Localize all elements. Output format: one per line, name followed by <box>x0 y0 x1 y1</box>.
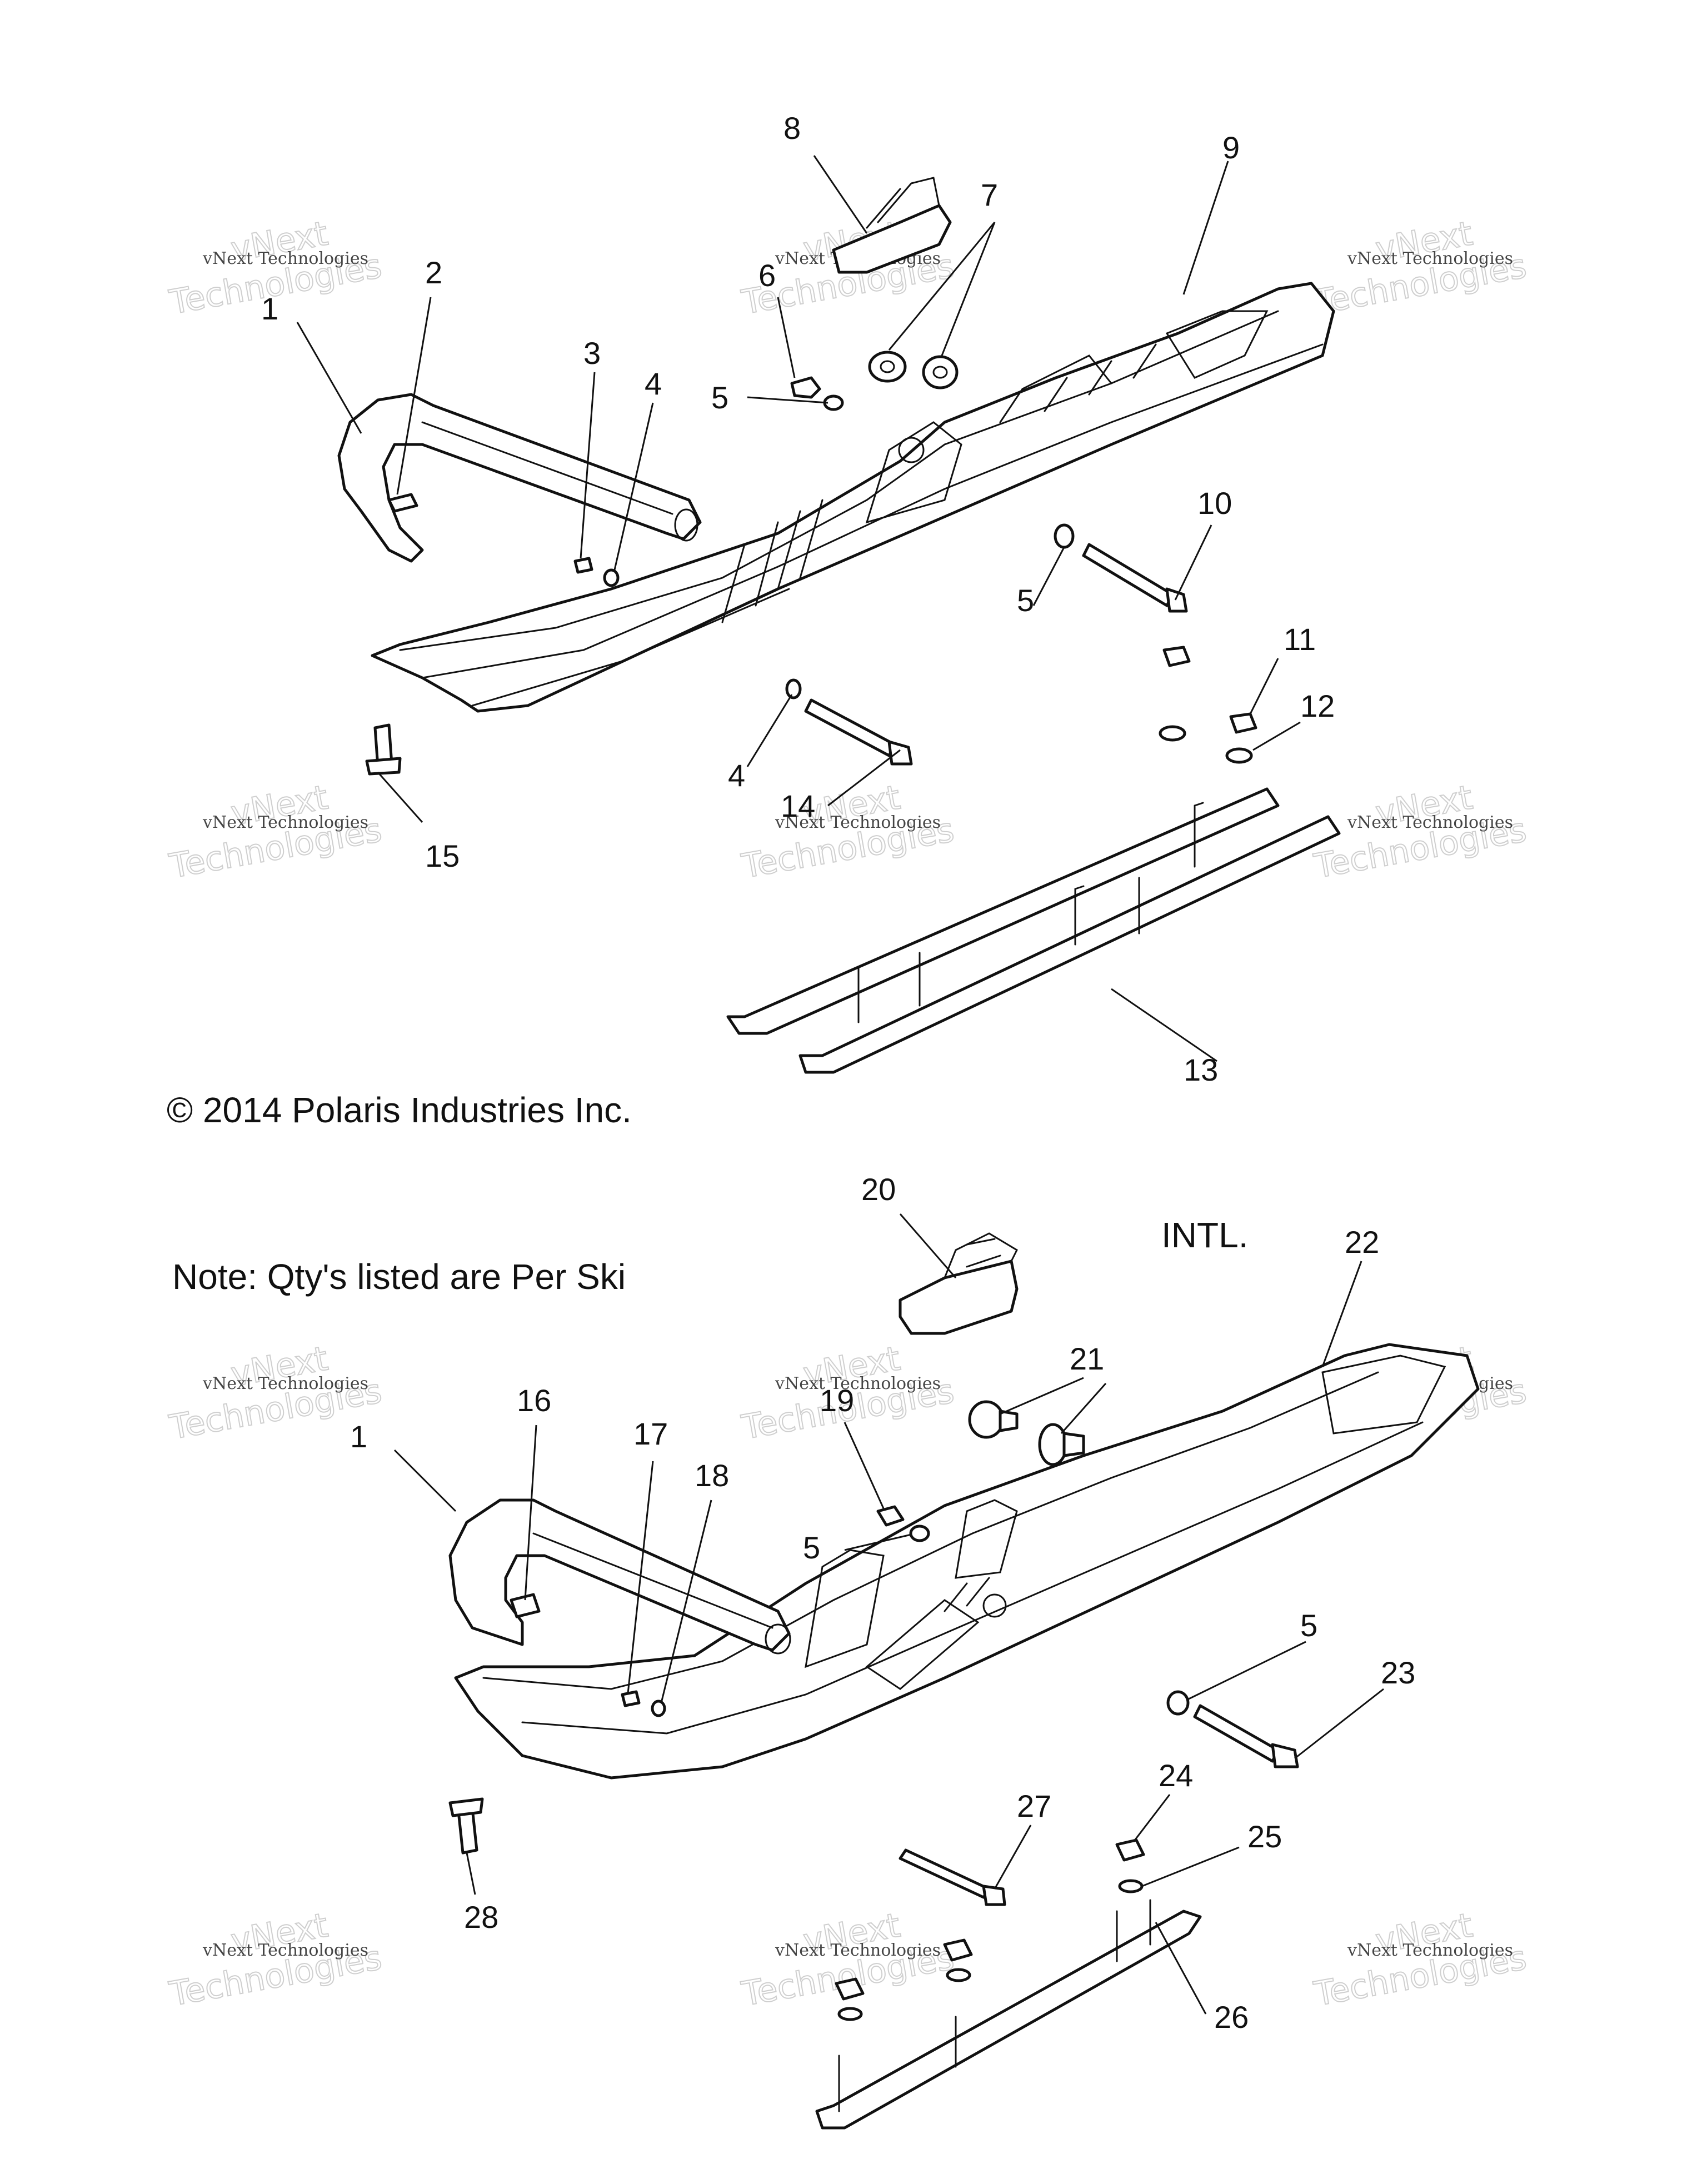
watermark: Technologies vNext vNext Technologies <box>166 1905 385 2015</box>
callout-22: 22 <box>1345 1225 1379 1260</box>
lock-nut <box>1162 646 1191 667</box>
callout-1: 1 <box>261 291 278 326</box>
callout-17: 17 <box>633 1416 668 1451</box>
small-washer <box>603 568 620 587</box>
carbide-runner <box>815 1899 1202 2130</box>
callout-25: 25 <box>1247 1819 1282 1854</box>
callout-5: 5 <box>711 380 728 415</box>
washer <box>1054 523 1075 549</box>
small-washer <box>651 1700 666 1717</box>
svg-text:vNext Technologies: vNext Technologies <box>1347 813 1513 832</box>
bolt <box>1082 543 1188 613</box>
intl-label: INTL. <box>1161 1215 1248 1255</box>
callout-1: 1 <box>350 1419 367 1454</box>
washer <box>1118 1879 1144 1893</box>
watermark: Technologies vNext vNext Technologies <box>738 777 957 887</box>
qty-note: Note: Qty's listed are Per Ski <box>172 1257 626 1297</box>
callout-4b: 4 <box>728 758 745 793</box>
small-nut <box>573 557 593 574</box>
bolt <box>1193 1704 1299 1768</box>
callout-labels: 1 16 17 18 19 20 21 22 5 5 23 24 25 26 2… <box>350 1172 1415 2035</box>
washer <box>1225 747 1253 764</box>
callout-9: 9 <box>1222 130 1240 165</box>
callout-27: 27 <box>1017 1788 1051 1823</box>
screw <box>448 1797 484 1855</box>
callout-13: 13 <box>1184 1052 1218 1087</box>
nut <box>876 1505 905 1527</box>
svg-text:vNext Technologies: vNext Technologies <box>1347 249 1513 268</box>
bottom-ski-assembly: 1 16 17 18 19 20 21 22 5 5 23 24 25 26 2… <box>350 1172 1480 2130</box>
callout-10: 10 <box>1197 486 1232 521</box>
carbide-runner <box>726 787 1341 1074</box>
callout-24: 24 <box>1159 1758 1193 1793</box>
screw <box>365 723 402 776</box>
watermark: Technologies vNext vNext Technologies <box>1310 213 1530 323</box>
leader-lines <box>296 155 1301 1062</box>
callout-6: 6 <box>758 258 776 293</box>
callout-11: 11 <box>1284 622 1316 657</box>
small-nut <box>621 1690 641 1707</box>
bolt <box>804 698 913 766</box>
svg-text:vNext Technologies: vNext Technologies <box>202 1374 368 1393</box>
watermark: Technologies vNext vNext Technologies <box>1310 1905 1530 2015</box>
callout-21: 21 <box>1070 1341 1104 1376</box>
callout-7: 7 <box>981 177 998 212</box>
lock-nut <box>835 1977 865 2001</box>
callout-labels: 1 2 3 4 5 6 7 8 9 10 11 12 13 14 15 4 5 <box>261 111 1335 1087</box>
callout-26: 26 <box>1214 2000 1249 2035</box>
handle-loop <box>448 1498 791 1655</box>
callout-8: 8 <box>783 111 801 146</box>
callout-18: 18 <box>695 1458 729 1493</box>
saddle-cap <box>832 177 952 274</box>
svg-text:vNext Technologies: vNext Technologies <box>202 1941 368 1960</box>
bushing-pair <box>968 1400 1085 1466</box>
washer <box>837 2007 863 2021</box>
washer <box>909 1525 930 1542</box>
callout-23: 23 <box>1381 1655 1415 1690</box>
callout-5b: 5 <box>1300 1608 1317 1643</box>
leader-lines <box>393 1213 1384 2015</box>
lock-nut <box>943 1938 973 1962</box>
lock-nut <box>1115 1838 1145 1862</box>
callout-15: 15 <box>425 838 460 873</box>
top-ski-assembly: 1 2 3 4 5 6 7 8 9 10 11 12 13 14 15 4 5 <box>261 111 1341 1087</box>
bolt <box>899 1848 1006 1906</box>
copyright-text: © 2014 Polaris Industries Inc. <box>167 1090 632 1130</box>
svg-text:vNext Technologies: vNext Technologies <box>1347 1941 1513 1960</box>
svg-text:vNext Technologies: vNext Technologies <box>202 813 368 832</box>
saddle-block <box>899 1232 1019 1335</box>
watermark: Technologies vNext vNext Technologies <box>166 777 385 887</box>
callout-5: 5 <box>803 1530 820 1565</box>
bushing-pair <box>868 351 959 389</box>
callout-14: 14 <box>781 788 815 823</box>
svg-text:vNext Technologies: vNext Technologies <box>775 1374 941 1393</box>
callout-3: 3 <box>583 336 601 371</box>
callout-19: 19 <box>820 1383 854 1418</box>
callout-2: 2 <box>425 255 442 290</box>
svg-text:vNext Technologies: vNext Technologies <box>775 1941 941 1960</box>
handle-loop <box>337 393 702 563</box>
washer <box>1166 1690 1190 1716</box>
callout-20: 20 <box>861 1172 896 1207</box>
watermark: Technologies vNext vNext Technologies <box>1310 777 1530 887</box>
washer <box>785 678 802 699</box>
washer <box>946 1968 971 1982</box>
callout-28: 28 <box>464 1900 498 1935</box>
nut <box>790 376 821 399</box>
handle-cap <box>387 493 418 513</box>
callout-12: 12 <box>1300 688 1335 723</box>
svg-text:vNext Technologies: vNext Technologies <box>202 249 368 268</box>
callout-16: 16 <box>517 1383 551 1418</box>
svg-text:vNext Technologies: vNext Technologies <box>775 813 941 832</box>
lock-nut <box>1229 712 1257 734</box>
callout-4: 4 <box>645 366 662 401</box>
washer <box>1159 725 1186 742</box>
callout-5b: 5 <box>1017 583 1034 618</box>
ski-body <box>371 282 1335 713</box>
